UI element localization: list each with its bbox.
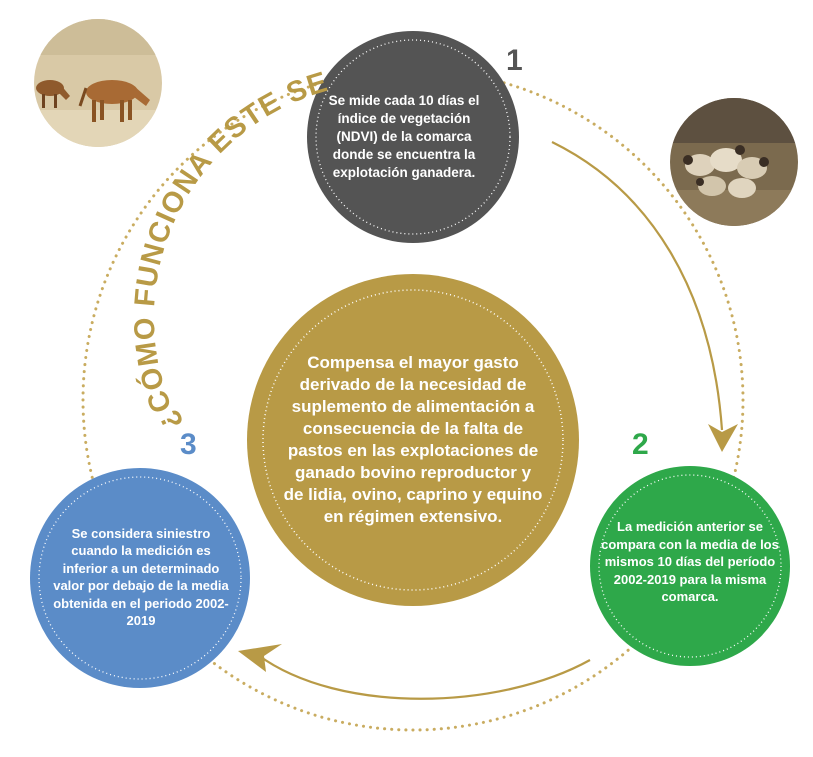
step-1-circle [307,31,519,243]
step-2-text: La medición anterior se compara con la m… [601,519,779,605]
center-circle [247,274,579,606]
arrow-2-to-3 [257,654,591,700]
step-1-text: Se mide cada 10 días el índice de vegeta… [328,93,480,180]
sheep-photo [670,98,798,226]
arrow-head-2-to-3 [238,644,282,672]
arrow-head-1-to-2 [708,424,738,452]
step-2-circle [590,466,790,666]
horses-photo [34,19,162,147]
step-1-number: 1 [506,44,523,77]
center-text: Compensa el mayor gasto derivado de la n… [283,353,543,526]
step-2-number: 2 [632,428,649,461]
step-3-number: 3 [180,428,197,461]
step-3-text: Se considera siniestro cuando la medició… [53,525,229,629]
step-3-circle [30,468,250,688]
arrow-1-to-2 [551,141,724,431]
